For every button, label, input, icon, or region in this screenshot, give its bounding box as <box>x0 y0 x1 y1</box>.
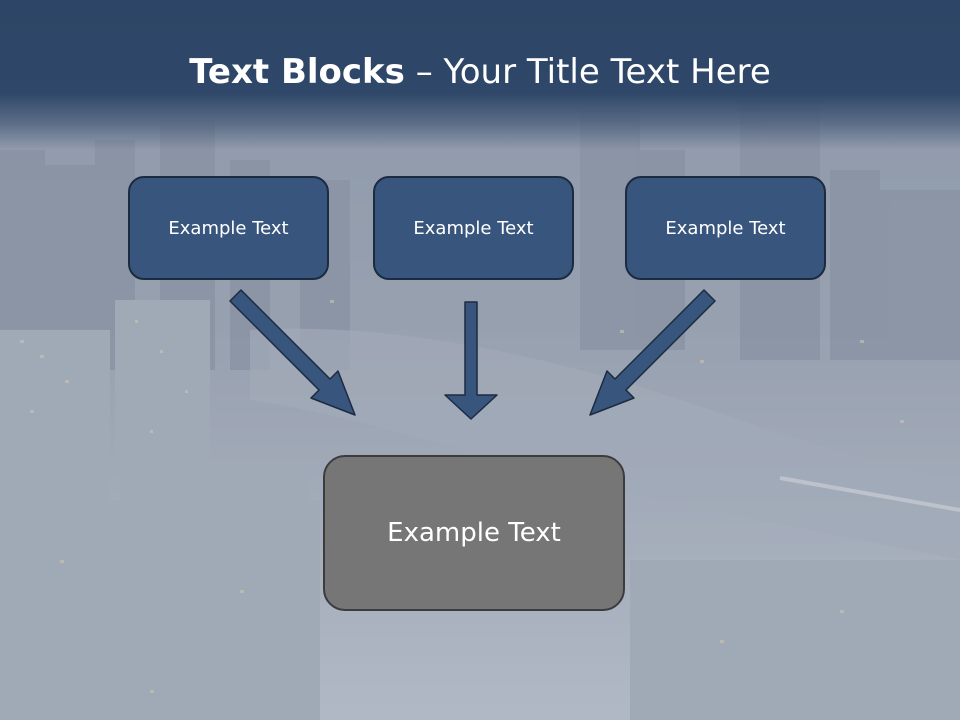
title-regular-part: – Your Title Text Here <box>404 52 771 92</box>
arrow-left-diagonal <box>229 289 356 416</box>
arrow-right-diagonal <box>589 289 716 416</box>
text-block-center[interactable]: Example Text <box>373 176 574 280</box>
text-block-left[interactable]: Example Text <box>128 176 329 280</box>
text-block-right[interactable]: Example Text <box>625 176 826 280</box>
slide-title: Text Blocks – Your Title Text Here <box>0 52 960 92</box>
text-block-right-label: Example Text <box>665 217 786 239</box>
main-text-block[interactable]: Example Text <box>323 455 625 611</box>
title-bold-part: Text Blocks <box>189 52 405 92</box>
main-text-block-label: Example Text <box>387 518 561 548</box>
text-block-left-label: Example Text <box>168 217 289 239</box>
arrow-center-down <box>444 301 498 420</box>
text-block-center-label: Example Text <box>413 217 534 239</box>
title-band <box>0 0 960 150</box>
